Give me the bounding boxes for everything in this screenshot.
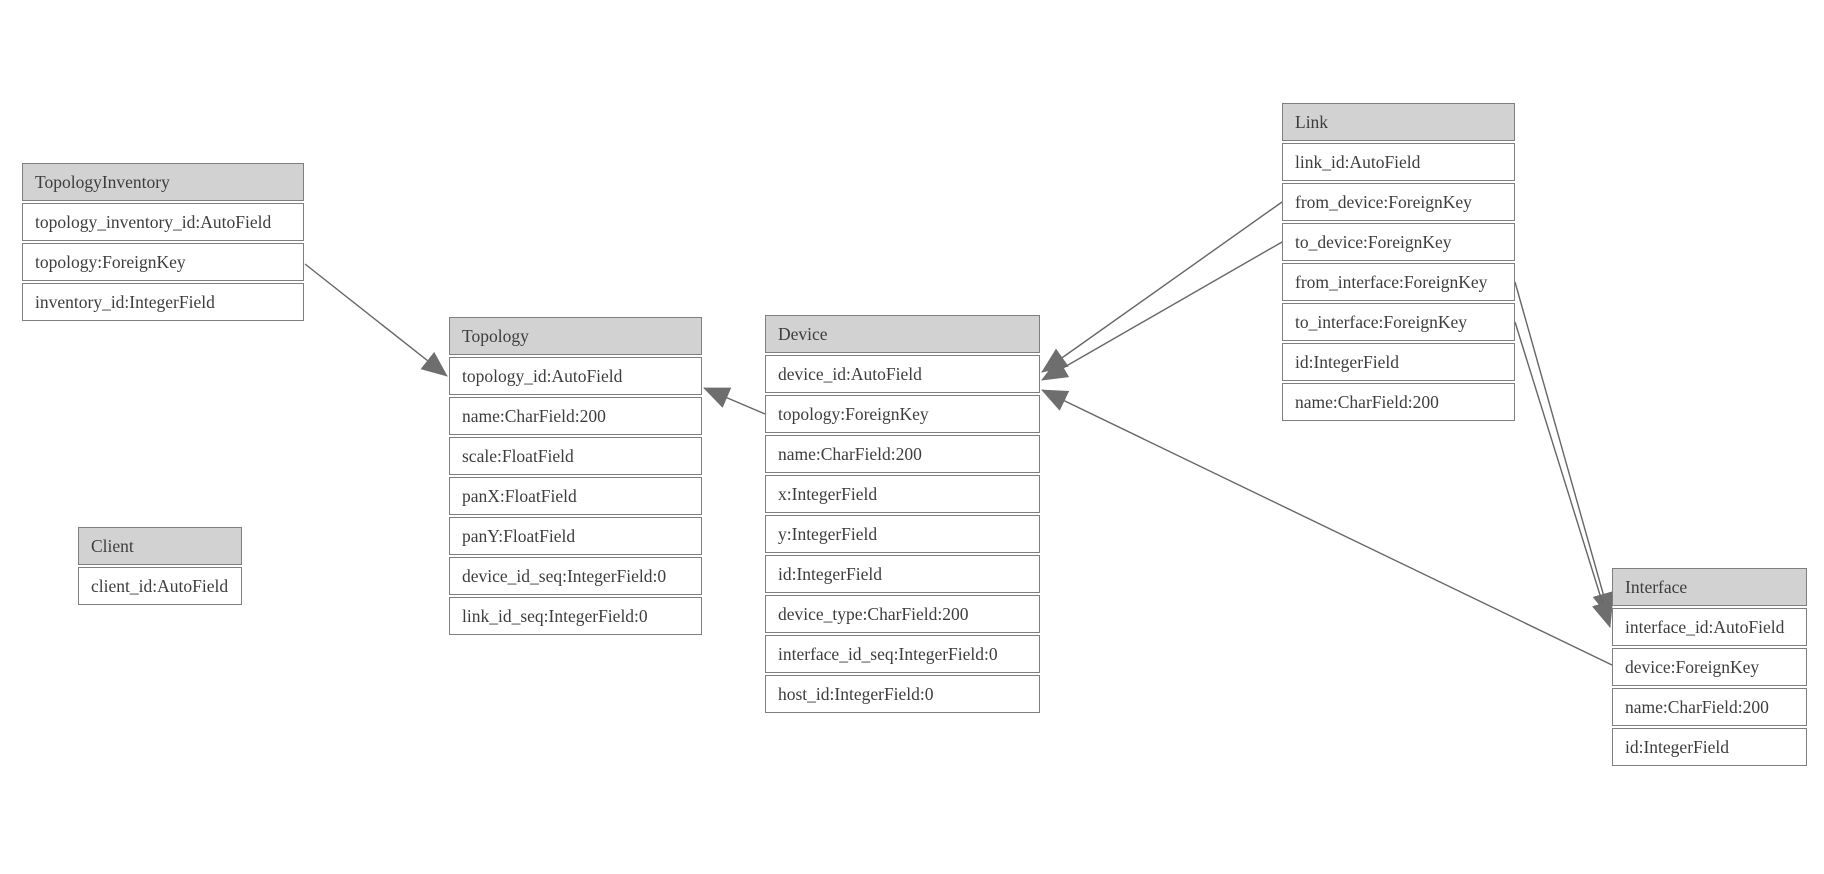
field-id: id:IntegerField (1612, 728, 1807, 766)
field-link-id: link_id:AutoField (1282, 143, 1515, 181)
entity-link-title: Link (1282, 103, 1515, 141)
entity-link: Link link_id:AutoField from_device:Forei… (1282, 103, 1515, 423)
entity-client-title: Client (78, 527, 242, 565)
field-id: id:IntegerField (1282, 343, 1515, 381)
field-host-id: host_id:IntegerField:0 (765, 675, 1040, 713)
field-topology-id: topology_id:AutoField (449, 357, 702, 395)
entity-topology-inventory-title: TopologyInventory (22, 163, 304, 201)
entity-device-title: Device (765, 315, 1040, 353)
field-inventory-id: inventory_id:IntegerField (22, 283, 304, 321)
relation-line-device-topology (703, 387, 766, 415)
field-client-id: client_id:AutoField (78, 567, 242, 605)
field-device-id-seq: device_id_seq:IntegerField:0 (449, 557, 702, 595)
field-y: y:IntegerField (765, 515, 1040, 553)
field-device-fk: device:ForeignKey (1612, 648, 1807, 686)
field-link-id-seq: link_id_seq:IntegerField:0 (449, 597, 702, 635)
field-topology-fk: topology:ForeignKey (765, 395, 1040, 433)
entity-topology-title: Topology (449, 317, 702, 355)
field-device-type: device_type:CharField:200 (765, 595, 1040, 633)
entity-topology-inventory: TopologyInventory topology_inventory_id:… (22, 163, 304, 323)
field-scale: scale:FloatField (449, 437, 702, 475)
relation-line-topologyinventory-topology (304, 263, 448, 377)
field-interface-id-seq: interface_id_seq:IntegerField:0 (765, 635, 1040, 673)
field-id: id:IntegerField (765, 555, 1040, 593)
field-name: name:CharField:200 (1612, 688, 1807, 726)
field-to-interface: to_interface:ForeignKey (1282, 303, 1515, 341)
relation-line-link-fromdevice-device (1041, 201, 1283, 373)
relation-line-interface-device (1041, 389, 1613, 666)
entity-client: Client client_id:AutoField (78, 527, 242, 607)
field-topology-fk: topology:ForeignKey (22, 243, 304, 281)
field-from-device: from_device:ForeignKey (1282, 183, 1515, 221)
relation-line-link-frominterface-interface (1514, 281, 1614, 619)
field-interface-id: interface_id:AutoField (1612, 608, 1807, 646)
field-name: name:CharField:200 (765, 435, 1040, 473)
field-topology-inventory-id: topology_inventory_id:AutoField (22, 203, 304, 241)
relation-line-link-todevice-device (1041, 241, 1283, 381)
field-name: name:CharField:200 (1282, 383, 1515, 421)
field-panx: panX:FloatField (449, 477, 702, 515)
entity-device: Device device_id:AutoField topology:Fore… (765, 315, 1040, 715)
field-pany: panY:FloatField (449, 517, 702, 555)
entity-interface: Interface interface_id:AutoField device:… (1612, 568, 1807, 768)
entity-topology: Topology topology_id:AutoField name:Char… (449, 317, 702, 637)
field-x: x:IntegerField (765, 475, 1040, 513)
field-device-id: device_id:AutoField (765, 355, 1040, 393)
relation-line-link-tointerface-interface (1514, 321, 1614, 628)
field-from-interface: from_interface:ForeignKey (1282, 263, 1515, 301)
field-name: name:CharField:200 (449, 397, 702, 435)
field-to-device: to_device:ForeignKey (1282, 223, 1515, 261)
entity-interface-title: Interface (1612, 568, 1807, 606)
